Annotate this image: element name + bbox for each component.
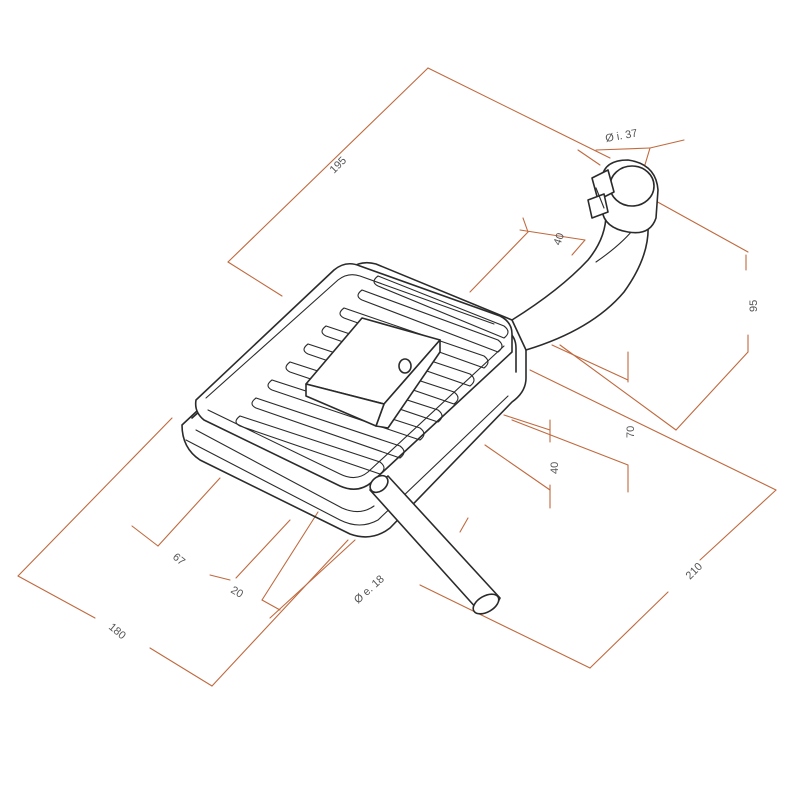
label-70: 70	[625, 426, 637, 438]
dimension-70	[511, 344, 629, 493]
inlet-pipe	[511, 213, 649, 351]
label-195: 195	[328, 155, 349, 176]
label-180: 180	[106, 621, 128, 642]
label-inner-diameter-37: Ø i. 37	[604, 128, 638, 145]
mounting-bracket	[305, 317, 441, 429]
label-40-right: 40	[549, 462, 561, 474]
label-210: 210	[684, 561, 705, 582]
dimension-195	[227, 67, 611, 297]
label-67: 67	[170, 551, 187, 568]
bracket-bolt-hole-icon	[398, 358, 412, 374]
outlet-tailpipe	[369, 474, 501, 615]
dimension-inner-diameter-37	[577, 139, 685, 169]
dimension-67	[131, 477, 231, 581]
dimension-40-right	[484, 414, 551, 509]
dimension-20	[235, 511, 319, 611]
label-20: 20	[229, 584, 246, 601]
dimension-95	[559, 199, 749, 431]
dimension-180	[17, 417, 349, 687]
label-40-top: 40	[552, 231, 567, 247]
dimension-40-top	[469, 217, 586, 293]
pipe-clamp	[587, 159, 659, 234]
label-outer-diameter-18: Ø e. 18	[352, 573, 387, 606]
dimension-210	[419, 369, 777, 669]
label-95: 95	[748, 300, 760, 312]
muffler-ribs	[235, 275, 509, 475]
dimension-lines	[17, 67, 777, 687]
